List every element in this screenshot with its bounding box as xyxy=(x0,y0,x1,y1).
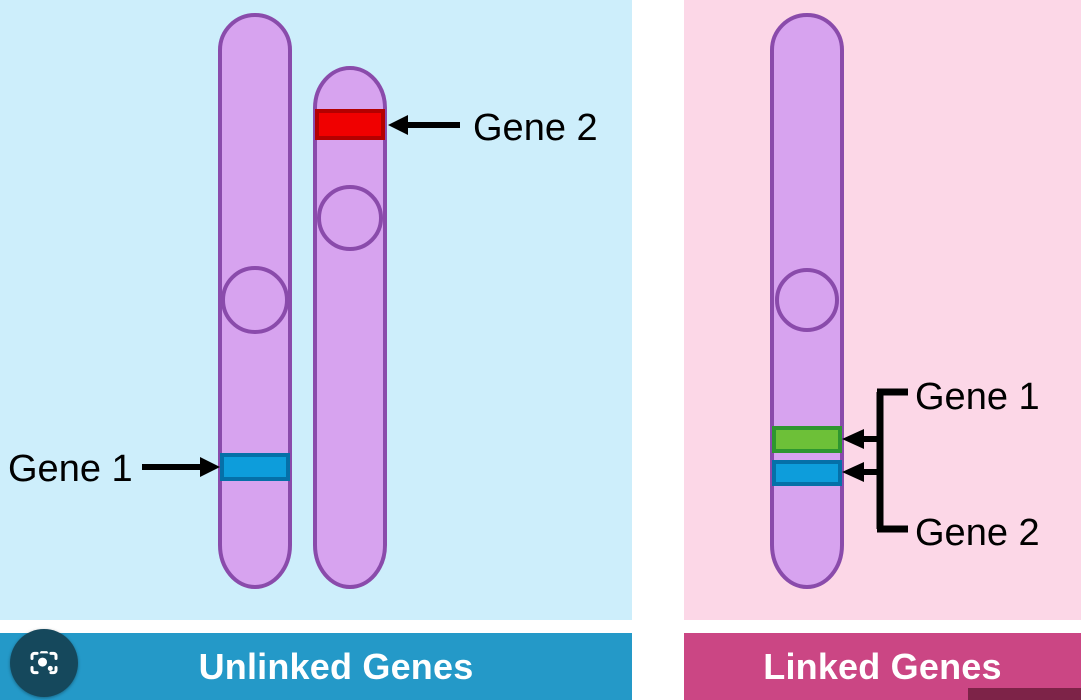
bottom-progress-indicator xyxy=(968,688,1081,700)
unlinked-genes-caption-text: Unlinked Genes xyxy=(198,645,474,687)
gene-bracket xyxy=(876,388,908,533)
chromosome-a-centromere xyxy=(221,266,289,334)
linked-genes-diagram: Gene 1 Gene 2 xyxy=(770,13,1040,589)
chromosome-a xyxy=(218,13,292,589)
gene-2-arrow xyxy=(388,115,460,135)
gene-2-arrow xyxy=(842,462,880,482)
linked-genes-caption-text: Linked Genes xyxy=(763,645,1002,687)
gene-1-arrow xyxy=(142,457,220,477)
chromosome-b-body xyxy=(313,66,387,589)
chromosome-b xyxy=(313,66,387,589)
linked-genes-panel: Gene 1 Gene 2 xyxy=(684,0,1081,620)
unlinked-genes-panel: Gene 1 Gene 2 xyxy=(0,0,632,620)
chromosome-c-centromere xyxy=(775,268,839,332)
lens-search-button[interactable] xyxy=(10,629,78,697)
gene-2-label: Gene 2 xyxy=(915,512,1040,554)
gene-1-arrow xyxy=(842,429,880,449)
gene-2-label: Gene 2 xyxy=(473,107,598,149)
chromosome-c xyxy=(770,13,844,589)
gene-2-band-red xyxy=(315,109,385,140)
gene-1-label: Gene 1 xyxy=(915,376,1040,418)
gene-1-label: Gene 1 xyxy=(8,448,133,490)
linked-genes-caption-bar: Linked Genes xyxy=(684,633,1081,700)
lens-camera-icon xyxy=(26,645,62,681)
chromosome-b-centromere xyxy=(317,185,383,251)
gene-1-band-blue xyxy=(220,453,290,481)
gene-1-band-green xyxy=(772,426,842,453)
unlinked-genes-diagram: Gene 1 Gene 2 xyxy=(8,13,598,589)
unlinked-genes-caption-bar: Unlinked Genes xyxy=(0,633,632,700)
gene-2-band-blue xyxy=(772,460,842,486)
